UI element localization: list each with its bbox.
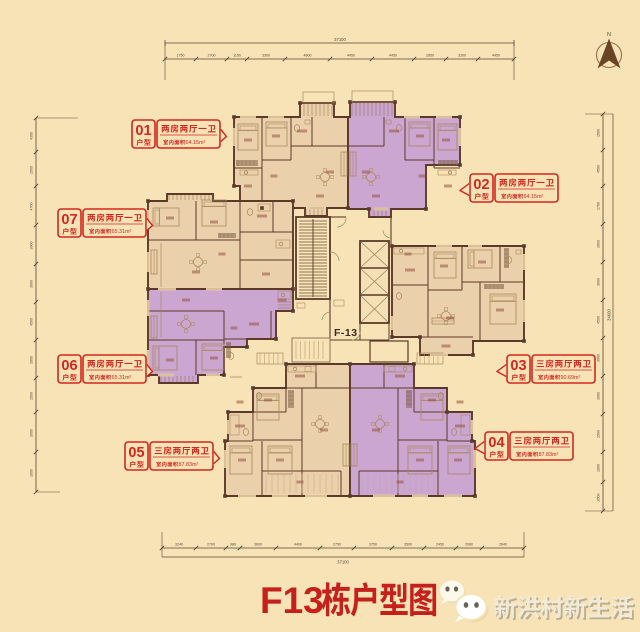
svg-text:3900: 3900 [30, 356, 34, 364]
svg-text:980: 980 [230, 543, 236, 547]
svg-text:2080: 2080 [465, 543, 473, 547]
svg-text:3300: 3300 [262, 54, 270, 58]
svg-text:3900: 3900 [597, 354, 601, 362]
svg-text:4400: 4400 [294, 543, 302, 547]
svg-text:01: 01 [135, 123, 151, 139]
svg-text:2700: 2700 [208, 54, 216, 58]
svg-text:34600: 34600 [607, 309, 612, 321]
svg-text:87.83m²: 87.83m² [179, 462, 199, 468]
svg-text:1500: 1500 [597, 129, 601, 137]
svg-text:65.31m²: 65.31m² [112, 229, 132, 235]
svg-text:N: N [607, 32, 611, 38]
svg-text:1750: 1750 [597, 202, 601, 210]
svg-text:4450: 4450 [492, 54, 500, 58]
svg-text:1600: 1600 [30, 469, 34, 477]
svg-text:4800: 4800 [304, 54, 312, 58]
svg-text:4500: 4500 [30, 318, 34, 326]
svg-text:2850: 2850 [426, 54, 434, 58]
svg-text:3600: 3600 [254, 543, 262, 547]
svg-text:F-13: F-13 [334, 327, 358, 339]
svg-text:3300: 3300 [458, 54, 466, 58]
svg-text:F13: F13 [260, 580, 324, 621]
svg-text:3750: 3750 [369, 543, 377, 547]
svg-text:64.15m²: 64.15m² [186, 140, 206, 146]
svg-text:4500: 4500 [597, 316, 601, 324]
svg-text:02: 02 [473, 177, 489, 193]
svg-text:3500: 3500 [404, 543, 412, 547]
svg-text:05: 05 [128, 445, 144, 461]
svg-text:4500: 4500 [597, 165, 601, 173]
svg-text:04: 04 [488, 435, 504, 451]
svg-text:1600: 1600 [597, 464, 601, 472]
svg-text:65.31m²: 65.31m² [112, 375, 132, 381]
svg-text:3900: 3900 [30, 242, 34, 250]
svg-text:3900: 3900 [597, 240, 601, 248]
svg-text:1500: 1500 [597, 430, 601, 438]
svg-text:90.69m²: 90.69m² [561, 375, 581, 381]
svg-text:07: 07 [61, 212, 77, 228]
svg-text:3000: 3000 [30, 280, 34, 288]
svg-text:37100: 37100 [334, 37, 346, 42]
svg-text:4300: 4300 [30, 132, 34, 140]
svg-text:2640: 2640 [499, 543, 507, 547]
svg-text:3240: 3240 [175, 543, 183, 547]
svg-text:87.83m²: 87.83m² [539, 452, 559, 458]
svg-text:2750: 2750 [333, 543, 341, 547]
svg-text:3000: 3000 [30, 429, 34, 437]
svg-text:2700: 2700 [207, 543, 215, 547]
svg-text:06: 06 [61, 358, 77, 374]
svg-text:3000: 3000 [597, 392, 601, 400]
svg-text:1500: 1500 [30, 392, 34, 400]
svg-text:4450: 4450 [389, 54, 397, 58]
svg-text:3000: 3000 [597, 278, 601, 286]
svg-text:03: 03 [510, 358, 526, 374]
svg-text:37100: 37100 [337, 560, 349, 565]
svg-text:1500: 1500 [30, 166, 34, 174]
svg-text:1150: 1150 [233, 54, 241, 58]
svg-text:2450: 2450 [436, 543, 444, 547]
svg-text:4450: 4450 [347, 54, 355, 58]
svg-text:2000: 2000 [597, 494, 601, 502]
svg-text:1750: 1750 [177, 54, 185, 58]
svg-text:4700: 4700 [30, 203, 34, 211]
svg-text:64.15m²: 64.15m² [524, 194, 544, 200]
